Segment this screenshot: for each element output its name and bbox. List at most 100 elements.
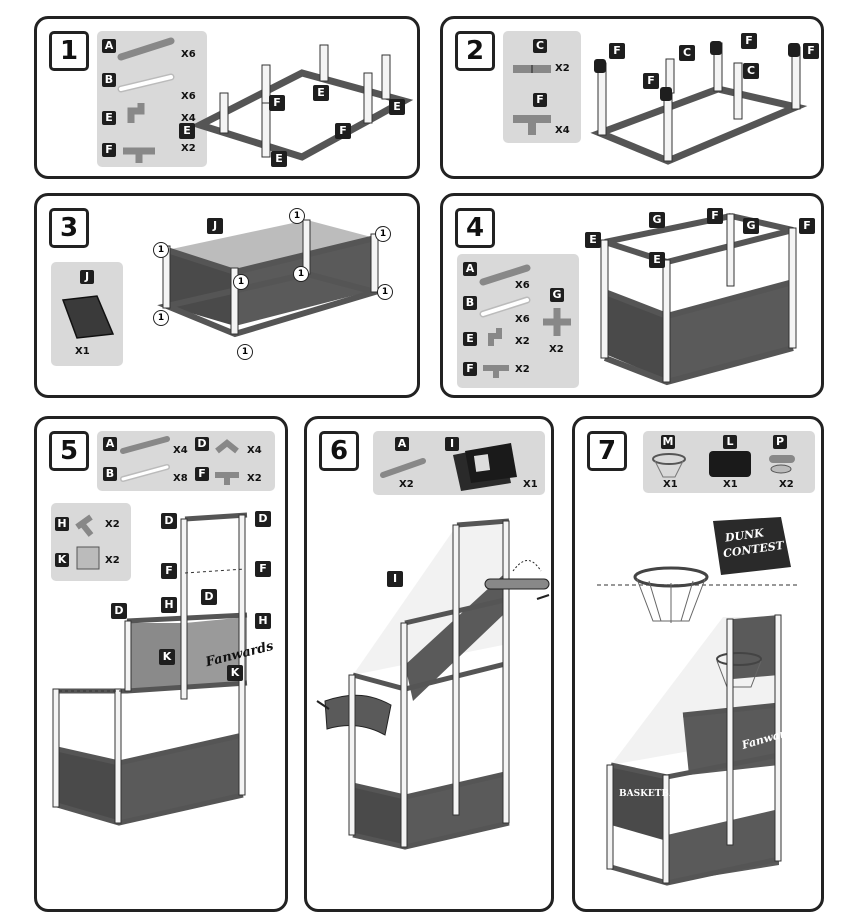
part-qty: X4 bbox=[181, 113, 196, 124]
callout-label: D bbox=[111, 603, 127, 619]
step-marker: 1 bbox=[289, 208, 305, 224]
callout-label: F bbox=[161, 563, 177, 579]
connector-icon bbox=[75, 514, 100, 570]
part-label: J bbox=[80, 270, 94, 284]
part-label: K bbox=[55, 553, 69, 567]
callout-label: K bbox=[227, 665, 243, 681]
step-number: 4 bbox=[455, 208, 495, 248]
part-qty: X6 bbox=[181, 49, 196, 60]
frame-base-drawing bbox=[190, 44, 414, 161]
part-label: A bbox=[102, 39, 116, 53]
step-marker: 1 bbox=[233, 274, 249, 290]
part-qty: X2 bbox=[515, 364, 530, 375]
step-marker: 1 bbox=[153, 242, 169, 258]
step-number: 7 bbox=[587, 431, 627, 471]
part-label: G bbox=[550, 288, 564, 302]
part-label: P bbox=[773, 435, 787, 449]
part-qty: X4 bbox=[555, 125, 570, 136]
part-qty: X4 bbox=[247, 445, 262, 456]
pipe-icon bbox=[479, 264, 571, 378]
callout-label: F bbox=[803, 43, 819, 59]
part-label: A bbox=[463, 262, 477, 276]
callout-label: F bbox=[707, 208, 723, 224]
parts-list: A X2 I X1 bbox=[373, 431, 545, 495]
part-label: E bbox=[463, 332, 477, 346]
part-label: D bbox=[195, 437, 209, 451]
part-qty: X1 bbox=[75, 346, 90, 357]
step-number: 3 bbox=[49, 208, 89, 248]
callout-label: F bbox=[269, 95, 285, 111]
part-qty: X1 bbox=[523, 479, 538, 490]
callout-label: C bbox=[679, 45, 695, 61]
frame-upper-drawing bbox=[600, 213, 797, 386]
parts-list: A X4 D X4 B X8 F X2 bbox=[97, 431, 275, 491]
part-qty: X2 bbox=[105, 555, 120, 566]
part-label: I bbox=[445, 437, 459, 451]
callout-label: D bbox=[161, 513, 177, 529]
callout-label: F bbox=[255, 561, 271, 577]
callout-label: D bbox=[255, 511, 271, 527]
step-marker: 1 bbox=[237, 344, 253, 360]
callout-label: E bbox=[649, 252, 665, 268]
part-label: B bbox=[102, 73, 116, 87]
callout-label: F bbox=[609, 43, 625, 59]
callout-label: F bbox=[335, 123, 351, 139]
step-6-panel: 6 A X2 I X1 bbox=[304, 416, 554, 912]
part-label: C bbox=[533, 39, 547, 53]
callout-label: E bbox=[389, 99, 405, 115]
parts-list: M X1 L X1 P X2 bbox=[643, 431, 815, 493]
callout-label: E bbox=[179, 123, 195, 139]
step-number: 2 bbox=[455, 31, 495, 71]
pipe-icon bbox=[120, 436, 239, 485]
step-7-panel: 7 M X1 L X1 P X2 DUNK CONTEST bbox=[572, 416, 824, 912]
step-3-panel: 3 J X1 J 1 1 1 1 1 1 1 1 bbox=[34, 193, 420, 398]
parts-icon bbox=[380, 443, 517, 491]
step-marker: 1 bbox=[153, 310, 169, 326]
net-panel-icon bbox=[61, 295, 115, 339]
callout-label: K bbox=[159, 649, 175, 665]
callout-label: E bbox=[585, 232, 601, 248]
frame-net-drawing bbox=[157, 219, 387, 338]
part-qty: X2 bbox=[181, 143, 196, 154]
ramp-tower-drawing bbox=[316, 518, 550, 850]
callout-label: F bbox=[741, 33, 757, 49]
part-qty: X1 bbox=[663, 479, 678, 490]
part-qty: X6 bbox=[181, 91, 196, 102]
step-marker: 1 bbox=[375, 226, 391, 242]
parts-icon bbox=[652, 451, 795, 478]
parts-list: C X2 F X4 bbox=[503, 31, 581, 143]
part-qty: X2 bbox=[399, 479, 414, 490]
part-qty: X2 bbox=[105, 519, 120, 530]
part-label: H bbox=[55, 517, 69, 531]
callout-label: C bbox=[743, 63, 759, 79]
step-marker: 1 bbox=[293, 266, 309, 282]
step-number: 5 bbox=[49, 431, 89, 471]
callout-label: G bbox=[743, 218, 759, 234]
callout-label: I bbox=[387, 571, 403, 587]
step-number: 1 bbox=[49, 31, 89, 71]
step-number: 6 bbox=[319, 431, 359, 471]
callout-label: D bbox=[201, 589, 217, 605]
part-qty: X2 bbox=[247, 473, 262, 484]
part-qty: X2 bbox=[779, 479, 794, 490]
callout-label: H bbox=[255, 613, 271, 629]
step-marker: 1 bbox=[377, 284, 393, 300]
callout-label: F bbox=[799, 218, 815, 234]
frame-base-drawing bbox=[590, 41, 808, 165]
part-qty: X1 bbox=[723, 479, 738, 490]
callout-label: H bbox=[161, 597, 177, 613]
parts-list: A X6 B X6 E X2 F X2 G X2 bbox=[457, 254, 579, 388]
part-label: M bbox=[661, 435, 675, 449]
callout-label: F bbox=[643, 73, 659, 89]
part-label: B bbox=[103, 467, 117, 481]
part-qty: X4 bbox=[173, 445, 188, 456]
part-qty: X2 bbox=[515, 336, 530, 347]
part-label: A bbox=[395, 437, 409, 451]
part-label: F bbox=[102, 143, 116, 157]
parts-list: A X6 B X6 E X4 F X2 bbox=[97, 31, 207, 167]
part-qty: X6 bbox=[515, 314, 530, 325]
step-5-panel: 5 A X4 D X4 B X8 F X2 H X2 K X2 bbox=[34, 416, 288, 912]
part-label: L bbox=[723, 435, 737, 449]
part-label: F bbox=[533, 93, 547, 107]
step-1-panel: 1 A X6 B X6 E X4 F X2 E F E E F bbox=[34, 16, 420, 179]
